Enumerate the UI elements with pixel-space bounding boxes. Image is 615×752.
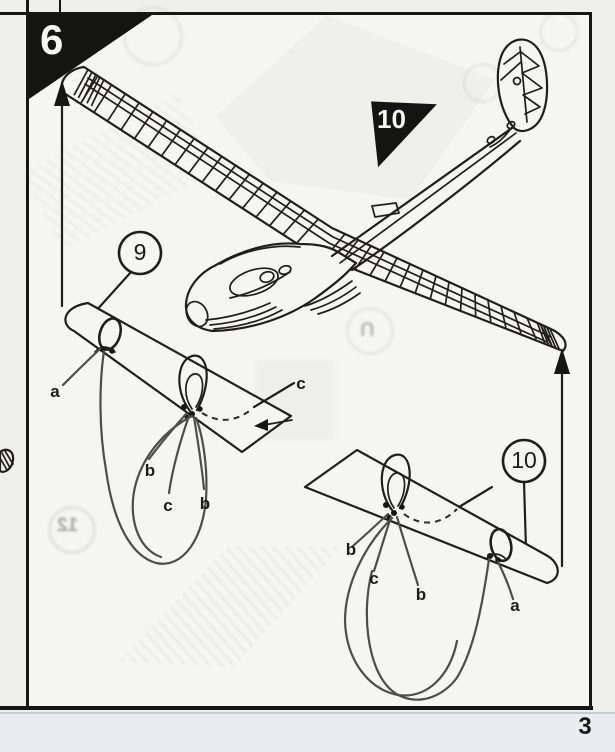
label-c-left: c <box>163 496 173 515</box>
step-number: 6 <box>40 16 64 63</box>
label-b-right-outer: b <box>345 540 357 559</box>
label-c-left-leader: c <box>296 374 306 393</box>
ghost-circle <box>123 6 183 66</box>
callout-10-number: 10 <box>511 446 537 473</box>
panel-border-top <box>0 12 592 15</box>
label-a-right: a <box>510 596 520 615</box>
panel-border-left <box>26 0 29 710</box>
panel-divider-stub <box>59 0 61 13</box>
left-wing-panel <box>61 301 296 565</box>
label-c-right: c <box>369 569 379 588</box>
callout-9-circle <box>93 230 163 314</box>
callout-10-circle <box>501 438 547 551</box>
label-a-left: a <box>50 382 60 401</box>
page-edge <box>0 712 615 752</box>
left-wingtip-arrow <box>54 80 70 308</box>
wingtip-ribs-left <box>73 68 105 107</box>
callout-9-number: 9 <box>133 238 147 265</box>
assembly-flag-number: 10 <box>377 104 406 134</box>
wingtip-ribs-right <box>536 321 561 351</box>
panel-border-bottom <box>0 706 593 710</box>
label-b-left-inner: b <box>199 494 211 513</box>
wing-ribs-right <box>324 233 552 346</box>
label-b-right-inner: b <box>415 585 427 604</box>
ghost-circle <box>346 307 394 355</box>
adjacent-panel-fragment <box>0 448 15 473</box>
page-number: 3 <box>578 713 592 740</box>
label-b-left-outer: b <box>144 461 156 480</box>
wing-ribs-left <box>79 75 320 245</box>
ghost-circle <box>48 506 96 554</box>
panel-border-right <box>589 12 592 710</box>
glider-airframe <box>60 38 567 353</box>
right-wingtip-arrow <box>554 348 570 568</box>
right-wing-panel <box>303 448 559 701</box>
